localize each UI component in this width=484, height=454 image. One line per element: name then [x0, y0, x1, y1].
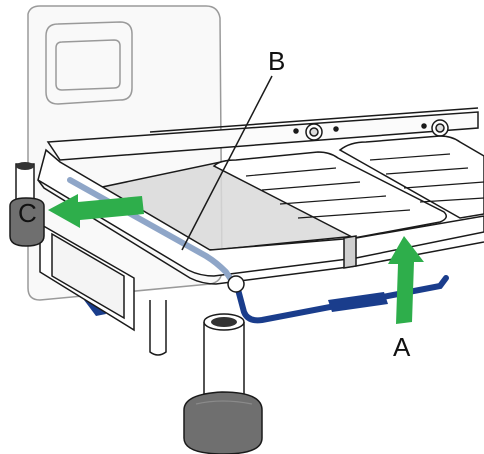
- label-a: A: [393, 332, 411, 362]
- rail-end-cap: [343, 235, 357, 269]
- headboard-rod: [67, 177, 237, 287]
- side-rail: [37, 148, 484, 285]
- far-rail: [46, 107, 479, 161]
- rod-pivot: [227, 275, 245, 293]
- leg-section: [338, 135, 484, 219]
- label-b: B: [268, 46, 285, 76]
- leader-line-b: [181, 75, 273, 251]
- headboard-handle: [45, 21, 133, 105]
- caster-back-left: [9, 162, 45, 247]
- caster-front: [183, 313, 263, 454]
- lower-frame: [39, 222, 167, 356]
- label-c: C: [18, 198, 37, 228]
- arrow-left-icon: [48, 194, 144, 228]
- arrow-up-icon: [388, 236, 424, 324]
